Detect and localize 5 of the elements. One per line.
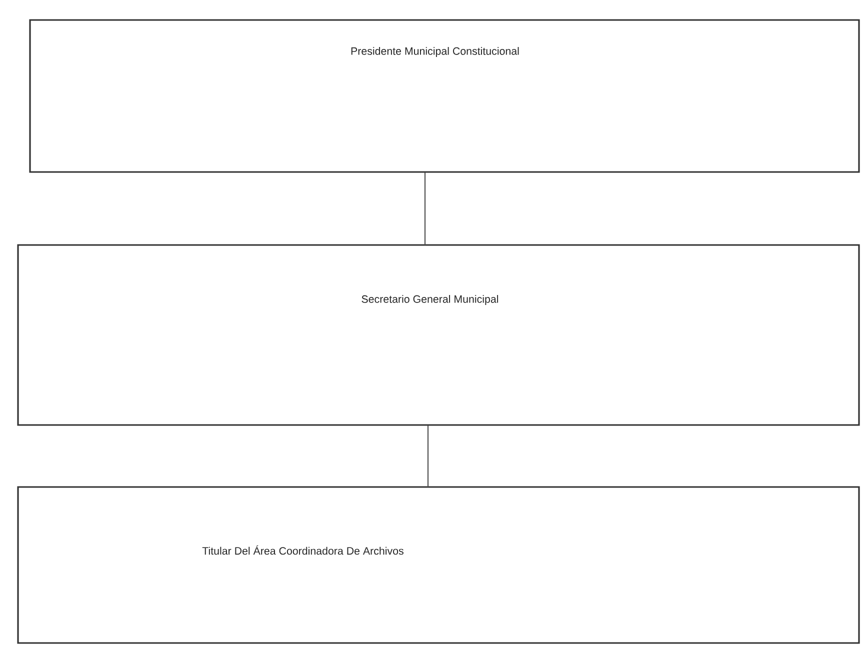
org-box: Titular Del Área Coordinadora De Archivos (17, 486, 860, 644)
connector-line (424, 172, 426, 245)
org-box: Presidente Municipal Constitucional (29, 19, 860, 173)
org-box: Secretario General Municipal (17, 244, 860, 426)
connector-line (427, 426, 429, 487)
